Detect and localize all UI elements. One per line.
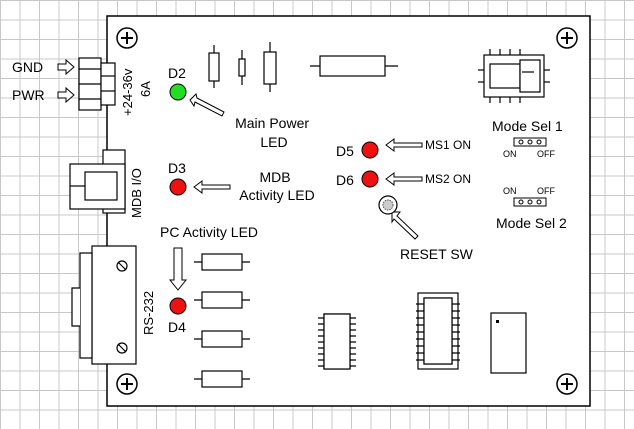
d2-label: D2 (168, 65, 186, 81)
rs232-label: RS-232 (141, 291, 156, 335)
mode-sel-2-on-label: ON (503, 186, 517, 196)
mounting-hole-icon (116, 27, 138, 49)
dip-chip-icon (318, 313, 356, 370)
db9-connector-icon (71, 245, 137, 365)
dip-chip-icon (416, 292, 460, 370)
mounting-hole-icon (556, 373, 578, 395)
mdb-io-label: MDB I/O (129, 168, 144, 218)
led-d2-icon (169, 83, 187, 101)
pwr-label: PWR (12, 87, 45, 103)
module-chip (490, 312, 527, 374)
ms1-label: MS1 ON (425, 138, 471, 152)
reset-sw-label: RESET SW (400, 246, 474, 262)
mdb-activity-led-label: MDB Activity LED (239, 169, 314, 203)
current-label: 6A (138, 81, 153, 97)
arrow-icon (168, 93, 423, 291)
arrow-icon (57, 58, 75, 104)
led-d4-icon (169, 297, 187, 315)
resistor-icon (208, 42, 398, 92)
mode-sel-1-label: Mode Sel 1 (492, 118, 563, 134)
power-connector (78, 57, 116, 111)
mode-sel-2-off-label: OFF (537, 186, 555, 196)
pc-activity-led-label: PC Activity LED (160, 224, 258, 240)
d5-label: D5 (336, 143, 354, 159)
resistor-icon (194, 253, 250, 388)
voltage-regulator-icon (478, 49, 550, 103)
led-d6-icon (361, 170, 379, 188)
gnd-label: GND (12, 59, 43, 75)
mounting-hole-icon (556, 27, 578, 49)
mode-sel-1-on-label: ON (503, 149, 517, 159)
led-d3-icon (169, 178, 187, 196)
mdb-io-connector (69, 149, 126, 214)
dip-switch-icon (513, 197, 547, 207)
mode-sel-1-off-label: OFF (537, 149, 555, 159)
led-d5-icon (361, 141, 379, 159)
mounting-hole-icon (116, 373, 138, 395)
main-power-led-label: Main Power LED (235, 115, 313, 150)
d3-label: D3 (168, 160, 186, 176)
d4-label: D4 (168, 319, 186, 335)
voltage-label: +24-36v (120, 68, 135, 116)
d6-label: D6 (336, 172, 354, 188)
ms2-label: MS2 ON (425, 172, 471, 186)
dip-switch-icon (513, 137, 547, 147)
push-button-icon (378, 195, 398, 215)
mode-sel-2-label: Mode Sel 2 (496, 215, 567, 231)
